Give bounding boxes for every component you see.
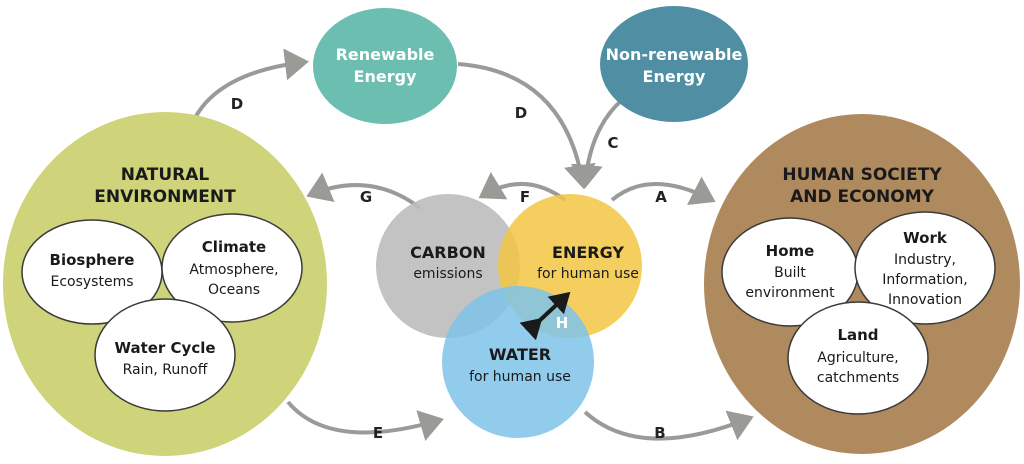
- human-society-title-1: HUMAN SOCIETY: [782, 165, 942, 185]
- human-society-title-2: AND ECONOMY: [790, 187, 935, 207]
- climate-sub-1: Atmosphere,: [189, 262, 278, 278]
- arrow-a: [610, 176, 716, 206]
- water-cycle-title: Water Cycle: [114, 339, 215, 357]
- nonrenewable-energy-label-1: Non-renewable: [606, 45, 743, 64]
- arrow-f: [478, 171, 567, 202]
- arrow-label-e: E: [373, 424, 383, 442]
- natural-environment-title-2: ENVIRONMENT: [94, 187, 236, 207]
- climate-sub-2: Oceans: [208, 282, 260, 298]
- arrow-label-b: B: [654, 424, 665, 442]
- home-sub-1: Built: [774, 265, 806, 281]
- arrow-e: [286, 400, 444, 441]
- arrow-d-right: [457, 62, 596, 189]
- work-sub-3: Innovation: [888, 292, 962, 308]
- work-sub-2: Information,: [882, 272, 968, 288]
- arrow-label-d-right: D: [515, 104, 527, 122]
- land-sub-1: Agriculture,: [817, 350, 898, 366]
- renewable-energy-circle: [313, 8, 457, 124]
- natural-environment-title-1: NATURAL: [121, 165, 210, 185]
- water-cycle-sub: Rain, Runoff: [123, 362, 208, 378]
- arrow-d-left: [193, 48, 309, 119]
- work-circle: [854, 211, 996, 325]
- arrow-label-c: C: [607, 134, 618, 152]
- arrow-label-h: H: [556, 314, 569, 332]
- arrow-c: [570, 98, 624, 189]
- arrow-g: [306, 172, 422, 210]
- climate-title: Climate: [202, 238, 266, 256]
- renewable-energy-label-1: Renewable: [336, 45, 435, 64]
- home-sub-2: environment: [745, 285, 835, 301]
- land-sub-2: catchments: [817, 370, 899, 386]
- land-circle: [787, 301, 929, 415]
- arrow-b: [583, 410, 754, 441]
- carbon-sub: emissions: [413, 266, 482, 282]
- biosphere-sub: Ecosystems: [50, 274, 133, 290]
- land-title: Land: [837, 326, 878, 344]
- carbon-title: CARBON: [410, 243, 486, 262]
- renewable-energy-label-2: Energy: [354, 67, 418, 86]
- arrow-h: [519, 291, 571, 341]
- nonrenewable-energy-label-2: Energy: [643, 67, 707, 86]
- biosphere-title: Biosphere: [50, 251, 135, 269]
- water-cycle-circle: [94, 298, 236, 412]
- climate-circle: [161, 213, 303, 323]
- work-title: Work: [903, 229, 948, 247]
- energy-title: ENERGY: [552, 243, 624, 262]
- water-title: WATER: [489, 345, 551, 364]
- arrow-label-f: F: [520, 188, 530, 206]
- arrow-label-g: G: [360, 188, 372, 206]
- arrow-label-d-left: D: [231, 95, 243, 113]
- water-sub: for human use: [469, 369, 571, 385]
- arrow-label-a: A: [655, 188, 667, 206]
- work-sub-1: Industry,: [894, 252, 956, 268]
- nonrenewable-energy-circle: [600, 6, 748, 122]
- home-title: Home: [766, 242, 815, 260]
- energy-sub: for human use: [537, 266, 639, 282]
